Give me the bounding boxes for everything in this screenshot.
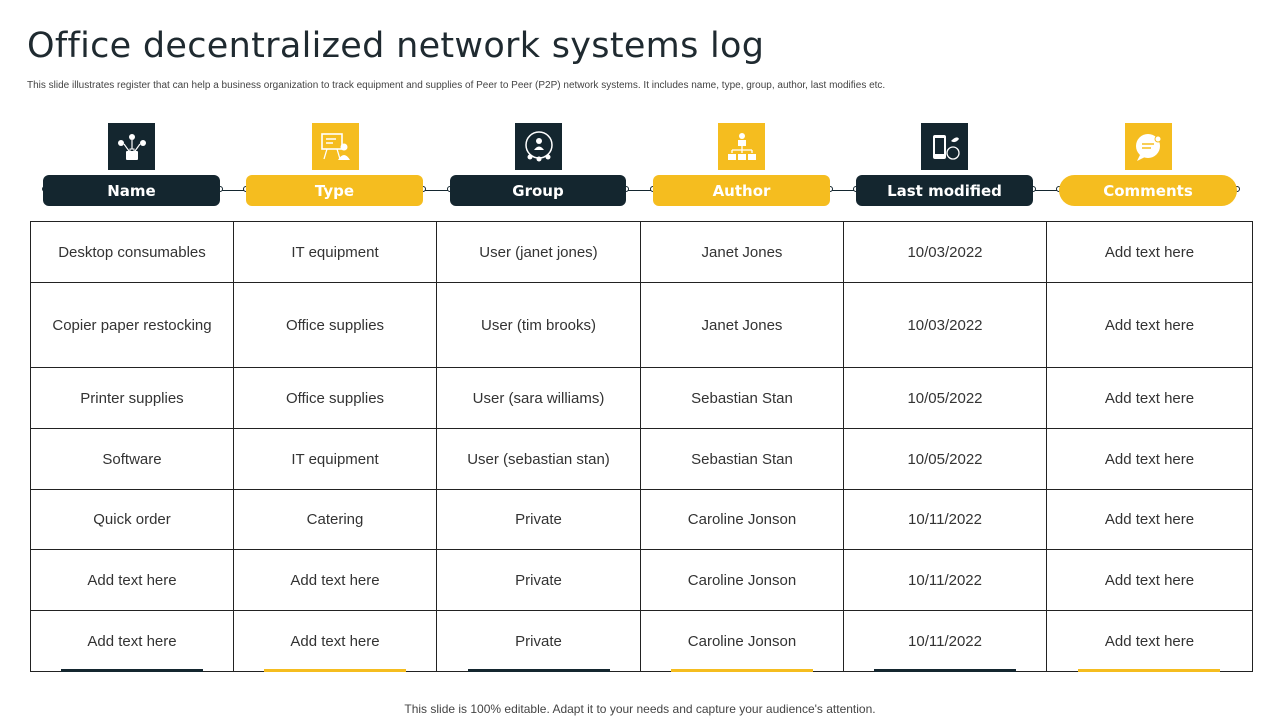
column-accent-underline [264,669,406,672]
cell-last-modified: 10/03/2022 [843,221,1047,283]
cell-comments: Add text here [1046,489,1253,550]
cell-group: User (tim brooks) [436,282,641,368]
cell-comments: Add text here [1046,367,1253,429]
cell-type: Catering [233,489,437,550]
cell-group: User (sara williams) [436,367,641,429]
cell-author: Caroline Jonson [640,549,844,611]
cell-last-modified: 10/03/2022 [843,282,1047,368]
footer-note: This slide is 100% editable. Adapt it to… [404,702,876,716]
table-row: Add text here Add text here Private Caro… [30,610,1253,672]
column-accent-underline [468,669,610,672]
cell-name: Quick order [30,489,234,550]
cell-author: Caroline Jonson [640,489,844,550]
cell-last-modified: 10/11/2022 [843,549,1047,611]
page-subtitle: This slide illustrates register that can… [27,80,886,91]
cell-comments: Add text here [1046,610,1253,672]
column-header-name: Name [43,175,220,206]
cell-group: User (janet jones) [436,221,641,283]
cell-group: Private [436,610,641,672]
cell-last-modified: 10/11/2022 [843,610,1047,672]
table-row: Add text here Add text here Private Caro… [30,549,1253,611]
cell-name: Add text here [30,610,234,672]
cell-name: Add text here [30,549,234,611]
cell-name: Copier paper restocking [30,282,234,368]
cell-comments: Add text here [1046,282,1253,368]
cell-type: Add text here [233,610,437,672]
column-accent-underline [1078,669,1220,672]
cell-last-modified: 10/05/2022 [843,367,1047,429]
cell-name: Printer supplies [30,367,234,429]
org-chart-icon [718,123,765,170]
cell-group: User (sebastian stan) [436,428,641,490]
table-row: Copier paper restocking Office supplies … [30,282,1253,368]
cell-group: Private [436,489,641,550]
table-row: Desktop consumables IT equipment User (j… [30,221,1253,283]
team-briefcase-icon [108,123,155,170]
table-row: Quick order Catering Private Caroline Jo… [30,489,1253,550]
systems-log-table: Desktop consumables IT equipment User (j… [30,221,1253,672]
column-header-last-modified: Last modified [856,175,1033,206]
cell-name: Software [30,428,234,490]
cell-type: IT equipment [233,428,437,490]
cell-type: Office supplies [233,367,437,429]
chat-bubble-icon [1125,123,1172,170]
cell-author: Janet Jones [640,221,844,283]
column-header-author: Author [653,175,830,206]
cell-name: Desktop consumables [30,221,234,283]
mobile-leaf-icon [921,123,968,170]
cell-type: Office supplies [233,282,437,368]
column-accent-underline [671,669,813,672]
column-header-group: Group [450,175,626,206]
cell-author: Sebastian Stan [640,428,844,490]
column-accent-underline [874,669,1016,672]
table-row: Software IT equipment User (sebastian st… [30,428,1253,490]
cell-author: Janet Jones [640,282,844,368]
cell-last-modified: 10/11/2022 [843,489,1047,550]
page-title: Office decentralized network systems log [27,26,765,66]
cell-author: Sebastian Stan [640,367,844,429]
user-group-icon [515,123,562,170]
header-connector-line [45,190,1238,191]
cell-group: Private [436,549,641,611]
presentation-board-icon [312,123,359,170]
cell-last-modified: 10/05/2022 [843,428,1047,490]
column-accent-underline [61,669,203,672]
cell-author: Caroline Jonson [640,610,844,672]
column-header-comments: Comments [1059,175,1237,206]
cell-comments: Add text here [1046,221,1253,283]
column-header-type: Type [246,175,423,206]
cell-comments: Add text here [1046,428,1253,490]
cell-type: Add text here [233,549,437,611]
table-row: Printer supplies Office supplies User (s… [30,367,1253,429]
cell-type: IT equipment [233,221,437,283]
cell-comments: Add text here [1046,549,1253,611]
